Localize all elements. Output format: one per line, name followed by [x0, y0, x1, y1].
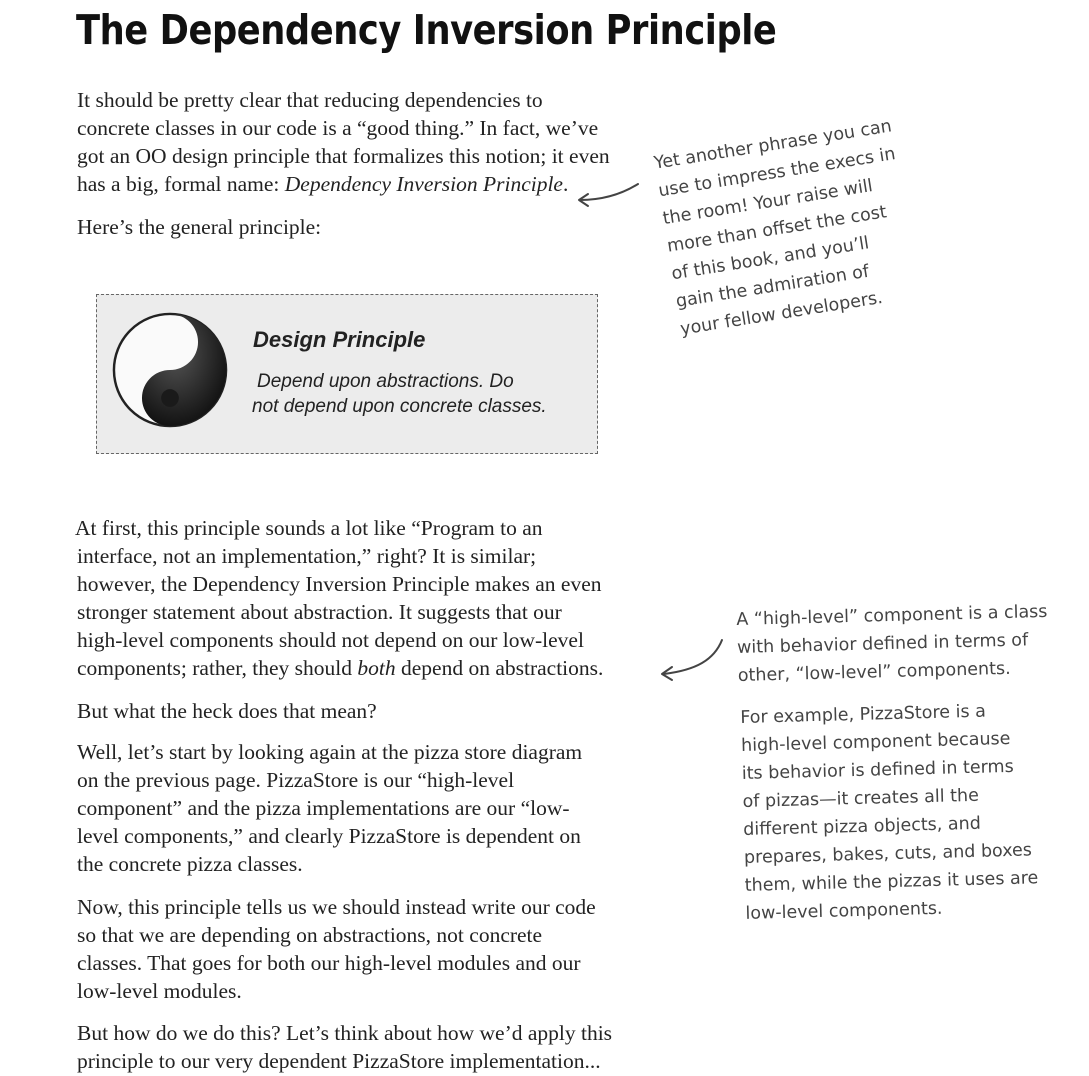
paragraph-line: the concrete pizza classes.	[77, 852, 303, 876]
arrow-icon-note-1	[578, 183, 639, 207]
now-paragraph: Now, this principle tells us we should i…	[77, 893, 596, 1005]
first-paragraph: At first, this principle sounds a lot li…	[75, 514, 603, 682]
well-paragraph: Well, let’s start by looking again at th…	[77, 738, 582, 878]
paragraph-line-suffix: depend on abstractions.	[395, 656, 604, 680]
paragraph-line: But how do we do this? Let’s think about…	[77, 1021, 613, 1045]
margin-note-high-level: A “high-level” component is a class with…	[736, 598, 1049, 690]
margin-note-execs: Yet another phrase you can use to impres…	[652, 112, 920, 343]
paragraph-line: Well, let’s start by looking again at th…	[77, 740, 583, 764]
paragraph-line: low-level modules.	[77, 979, 242, 1003]
intro-line: got an OO design principle that formaliz…	[77, 144, 610, 168]
paragraph-line: so that we are depending on abstractions…	[77, 923, 543, 947]
principle-line: Depend upon abstractions. Do	[257, 371, 514, 392]
principle-name-emphasis: Dependency Inversion Principle	[284, 172, 563, 196]
paragraph-line: on the previous page. PizzaStore is our …	[77, 768, 515, 792]
paragraph-line-prefix: components; rather, they should	[77, 656, 358, 680]
paragraph-line: components; rather, they should both dep…	[75, 654, 603, 682]
paragraph-line: Now, this principle tells us we should i…	[77, 895, 596, 919]
arrow-icon-note-2	[661, 639, 723, 681]
intro-line: concrete classes in our code is a “good …	[77, 116, 599, 140]
paragraph-line: stronger statement about abstraction. It…	[77, 600, 562, 624]
design-principle-statement: Depend upon abstractions. Do not depend …	[252, 369, 547, 419]
intro-line-prefix: has a big, formal name:	[77, 172, 285, 196]
paragraph-line: classes. That goes for both our high-lev…	[77, 951, 581, 975]
paragraph-line: however, the Dependency Inversion Princi…	[77, 572, 602, 596]
question-text: But what the heck does that mean?	[77, 699, 377, 723]
intro-line-suffix: .	[562, 172, 569, 196]
intro-line: has a big, formal name: Dependency Inver…	[77, 170, 610, 198]
general-principle-text: Here’s the general principle:	[77, 215, 322, 239]
how-paragraph: But how do we do this? Let’s think about…	[77, 1019, 612, 1075]
page-title: The Dependency Inversion Principle	[76, 6, 777, 54]
margin-note-example: For example, PizzaStore is a high-level …	[740, 696, 1039, 928]
paragraph-line: interface, not an implementation,” right…	[77, 544, 537, 568]
principle-line: not depend upon concrete classes.	[252, 396, 547, 417]
paragraph-line: high-level components should not depend …	[77, 628, 584, 652]
paragraph-line: component” and the pizza implementations…	[77, 796, 570, 820]
yin-yang-icon	[112, 312, 228, 428]
intro-paragraph: It should be pretty clear that reducing …	[77, 86, 610, 198]
paragraph-line: At first, this principle sounds a lot li…	[75, 516, 543, 540]
intro-line: It should be pretty clear that reducing …	[77, 88, 543, 112]
both-emphasis: both	[357, 656, 396, 680]
design-principle-heading: Design Principle	[253, 327, 426, 352]
design-principle-box: Design Principle Depend upon abstraction…	[96, 294, 598, 454]
paragraph-line: level components,” and clearly PizzaStor…	[77, 824, 581, 848]
paragraph-line: principle to our very dependent PizzaSto…	[77, 1049, 601, 1073]
